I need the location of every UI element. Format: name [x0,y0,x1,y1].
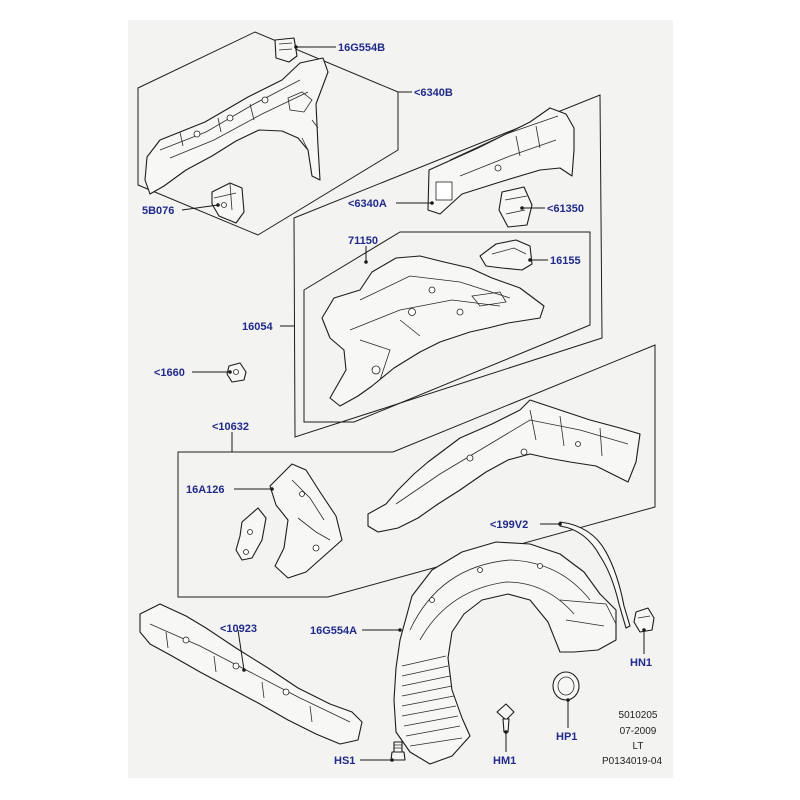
part-seal-strip-199V2 [559,521,631,629]
callout-16G554B: 16G554B [338,42,385,54]
part-lower-rail-10632 [367,399,641,533]
callout-HN1: HN1 [630,657,652,669]
part-wheelhouse-panel-71150 [321,255,545,407]
part-screw-HS1 [390,741,406,761]
part-bracket-16A126 [235,463,343,579]
part-nut-1660 [226,362,247,383]
liner-grille [401,655,463,747]
callout-6340B: <6340B [414,87,453,99]
callout-10632: <10632 [212,421,249,433]
part-upper-apron-rail [144,57,329,195]
frame-10632 [177,344,656,598]
part-plug-HP1 [552,671,580,701]
frame-16054 [293,94,603,438]
callout-16155: 16155 [550,255,581,267]
footer-date: 07-2009 [620,726,657,737]
part-wheel-arch-liner-16G554A [393,541,617,765]
callout-199V2: <199V2 [490,519,528,531]
footer-ref: P0134019-04 [602,756,662,767]
part-crossmember-10923 [139,603,363,745]
frame-6340B [137,31,399,236]
part-clip-16G554B [274,37,298,63]
callout-HP1: HP1 [556,731,577,743]
callout-10923: <10923 [220,623,257,635]
callout-71150: 71150 [348,235,378,247]
callout-HS1: HS1 [334,755,355,767]
callout-5B076: 5B076 [142,205,174,217]
frame-71150 [303,231,591,423]
callout-16054: 16054 [242,321,273,333]
callout-1660: <1660 [154,367,185,379]
callout-16A126: 16A126 [186,484,225,496]
callout-61350: <61350 [547,203,584,215]
footer-variant: LT [633,741,644,752]
part-clip-HN1 [633,607,655,633]
footer-code: 5010205 [619,710,658,721]
part-seal-16155 [479,239,533,271]
part-front-rail-6340A [427,107,575,215]
callout-HM1: HM1 [493,755,516,767]
callout-16G554A: 16G554A [310,625,357,637]
callout-6340A: <6340A [348,198,387,210]
part-push-clip-HM1 [496,703,515,733]
leader-lines [181,45,646,762]
part-bracket-61350 [498,186,533,228]
